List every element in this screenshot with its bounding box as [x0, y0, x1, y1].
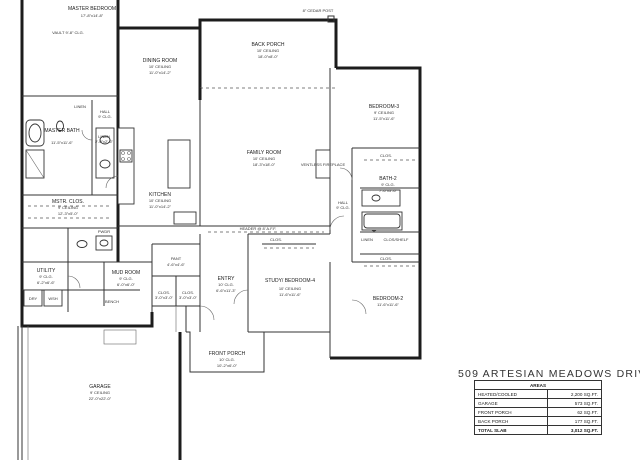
- plan-title: 509 ARTESIAN MEADOWS DRIVE: [458, 368, 640, 380]
- vault-note: VAULT 9'-8" CLG.: [52, 30, 84, 35]
- walls: [17, 0, 422, 460]
- clos-mid-label: CLOS.: [380, 256, 392, 261]
- mstr-clos-dims: 12'-3"x5'-0": [58, 211, 79, 216]
- bath2-ceiling: 9' CLG.: [381, 182, 394, 187]
- master-bedroom-label: MASTER BEDROOM: [68, 6, 116, 12]
- master-bedroom-dims: 17'-8"x14'-8": [81, 13, 104, 18]
- header-note: HEADER @ 8' A.F.F.: [240, 226, 277, 231]
- master-bath-dims: 11'-5"x11'-6": [51, 140, 73, 145]
- areas-header-row: AREAS: [474, 380, 602, 390]
- family-room-dims: 18'-3"x18'-0": [253, 162, 276, 167]
- garage-dims: 22'-0"x22'-0": [89, 396, 112, 401]
- master-bath-label: MASTER BATH: [44, 128, 80, 134]
- fireplace-note: VENTLESS FIREPLACE: [301, 162, 346, 167]
- pantry-dims: 4'-6"x4'-6": [167, 262, 186, 267]
- mud-room-dims: 6'-0"x6'-0": [117, 282, 136, 287]
- mud-room-ceiling: 9' CLG.: [119, 276, 132, 281]
- closet-top-label: CLOS.: [380, 153, 392, 158]
- cedar-post-note: 8" CEDAR POST: [303, 8, 334, 13]
- area-value: 177 SQ.FT.: [546, 416, 603, 426]
- bedroom2-label: BEDROOM-2: [373, 296, 404, 302]
- study-ceiling: 10' CEILING: [279, 286, 301, 291]
- area-label: FRONT PORCH: [474, 407, 548, 417]
- area-value: 2,200 SQ.FT.: [546, 389, 603, 399]
- linen3-label: LINEN: [361, 237, 373, 242]
- entry-dims: 6'-6"x11'-3": [216, 288, 236, 293]
- area-label: GARAGE: [474, 398, 548, 408]
- utility-dims: 6'-2"x6'-6": [37, 280, 56, 285]
- kitchen-ceiling: 10' CEILING: [149, 198, 171, 203]
- total-row: TOTAL SLAB 3,012 SQ.FT.: [474, 425, 603, 435]
- dryer-label: DRY: [29, 296, 38, 301]
- dining-room-ceiling: 10' CEILING: [149, 64, 171, 69]
- study-label: STUDY/ BEDROOM-4: [265, 278, 315, 284]
- table-row: HEATED/COOLED 2,200 SQ.FT.: [474, 389, 603, 399]
- mstr-clos-ceiling: 9' CEILING: [58, 205, 78, 210]
- linen2-label: LINEN: [98, 134, 110, 139]
- garage-ceiling: 9' CEILING: [90, 390, 110, 395]
- dining-room-dims: 11'-0"x14'-2": [149, 70, 172, 75]
- area-label: BACK PORCH: [474, 416, 548, 426]
- bedroom3-label: BEDROOM-3: [369, 104, 400, 110]
- front-porch-ceiling: 10' CLG.: [219, 357, 235, 362]
- clos-bottom-label: CLOS.: [270, 237, 282, 242]
- clos-a-label: CLOS.: [158, 290, 170, 295]
- clos-b-dims: 3'-0"x3'-0": [179, 295, 198, 300]
- front-porch-label: FRONT PORCH: [209, 351, 246, 357]
- bench-label: BENCH: [105, 299, 119, 304]
- entry-ceiling: 10' CLG.: [218, 282, 234, 287]
- table-row: GARAGE 573 SQ.FT.: [474, 398, 603, 408]
- linen1-label: LINEN: [74, 104, 86, 109]
- bedroom2-dims: 11'-6"x11'-6": [377, 302, 399, 307]
- bath2-dims: 7'-6"x5'-6": [379, 188, 398, 193]
- mud-room-label: MUD ROOM: [112, 270, 140, 276]
- table-row: FRONT PORCH 62 SQ.FT.: [474, 407, 603, 417]
- kitchen-dims: 11'-0"x14'-2": [149, 204, 172, 209]
- total-value: 3,012 SQ.FT.: [546, 425, 603, 435]
- back-porch-label: BACK PORCH: [251, 42, 284, 48]
- fixtures: [23, 15, 416, 345]
- study-dims: 11'-6"x11'-6": [279, 292, 301, 297]
- total-label: TOTAL SLAB: [474, 425, 548, 435]
- area-label: HEATED/COOLED: [474, 389, 548, 399]
- clos-a-dims: 3'-0"x3'-0": [155, 295, 174, 300]
- front-porch-dims: 10'-2"x6'-0": [217, 363, 238, 368]
- garage-label: GARAGE: [89, 384, 111, 390]
- area-value: 62 SQ.FT.: [546, 407, 603, 417]
- clos-shelf-label: CLOS/SHELF: [384, 237, 409, 242]
- back-porch-ceiling: 10' CEILING: [257, 48, 279, 53]
- family-room-label: FAMILY ROOM: [247, 150, 281, 156]
- bath2-label: BATH-2: [379, 176, 397, 182]
- linen2-dims: 2'-0"x2'-6": [95, 139, 114, 144]
- bedroom3-dims: 11'-5"x11'-6": [373, 116, 395, 121]
- back-porch-dims: 18'-0"x8'-0": [258, 54, 279, 59]
- area-value: 573 SQ.FT.: [546, 398, 603, 408]
- hall2-label: HALL: [338, 200, 349, 205]
- pwdr-label: PWDR: [98, 229, 110, 234]
- pantry-label: PANT: [171, 256, 182, 261]
- kitchen-label: KITCHEN: [149, 192, 171, 198]
- areas-header: AREAS: [474, 380, 602, 390]
- family-room-ceiling: 10' CEILING: [253, 156, 275, 161]
- title-block: 509 ARTESIAN MEADOWS DRIVE: [458, 368, 640, 384]
- bedroom3-ceiling: 9' CEILING: [374, 110, 394, 115]
- room-labels: MASTER BEDROOM 17'-8"x14'-8" VAULT 9'-8"…: [29, 6, 409, 401]
- dining-room-label: DINING ROOM: [143, 58, 177, 64]
- table-row: BACK PORCH 177 SQ.FT.: [474, 416, 603, 426]
- hall2-ceiling: 9' CLG.: [336, 205, 349, 210]
- utility-ceiling: 9' CLG.: [39, 274, 52, 279]
- washer-label: WSH: [48, 296, 57, 301]
- clos-b-label: CLOS.: [182, 290, 194, 295]
- hall1-label: HALL: [100, 109, 111, 114]
- areas-table: AREAS HEATED/COOLED 2,200 SQ.FT. GARAGE …: [474, 380, 603, 435]
- entry-label: ENTRY: [218, 276, 236, 282]
- hall1-ceiling: 9' CLG.: [98, 114, 111, 119]
- utility-label: UTILITY: [37, 268, 56, 274]
- mstr-clos-label: MSTR. CLOS.: [52, 199, 84, 205]
